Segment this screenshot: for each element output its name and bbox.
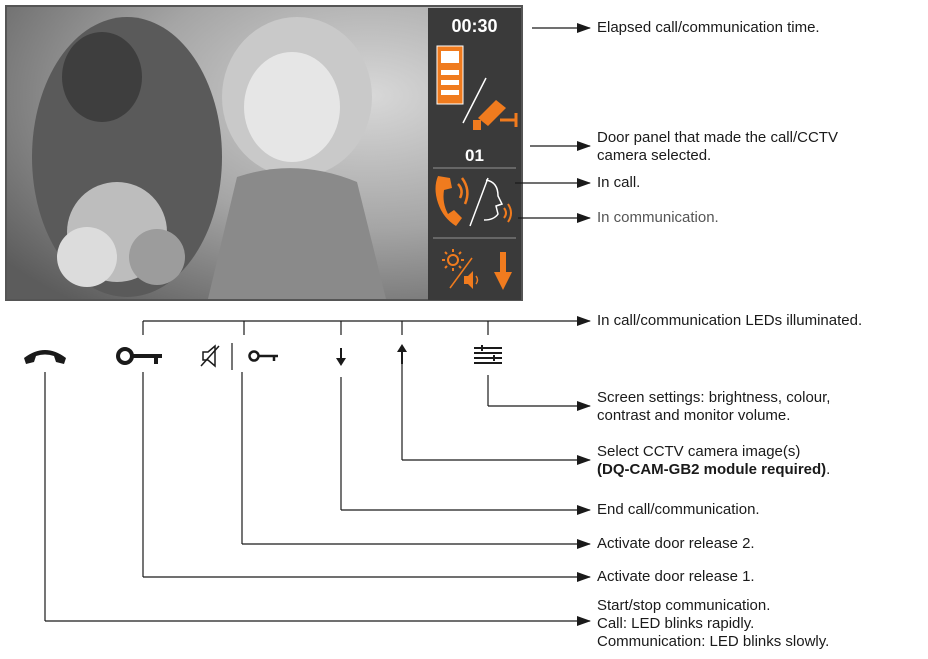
label-leds: In call/communication LEDs illuminated. — [597, 312, 863, 329]
settings-sliders-icon — [474, 345, 502, 364]
in-call-icon — [435, 176, 469, 226]
label-door-release-2: Activate door release 2. — [597, 535, 755, 552]
volume-icon — [464, 271, 479, 289]
brightness-icon — [442, 249, 464, 271]
label-in-call: In call. — [597, 174, 641, 191]
label-cctv: Select CCTV camera image(s) (DQ-CAM-GB2 … — [597, 443, 831, 478]
label-elapsed-time: Elapsed call/communication time. — [597, 19, 820, 36]
arrow-up-icon — [397, 344, 407, 364]
door-panel-icon — [436, 45, 464, 105]
label-door-release-1: Activate door release 1. — [597, 568, 755, 585]
key-small-icon — [248, 350, 278, 362]
label-end-call: End call/communication. — [597, 501, 760, 518]
door-panel-number: 01 — [465, 146, 484, 165]
arrow-down-icon — [336, 348, 346, 366]
label-screen-settings: Screen settings: brightness, colour, con… — [597, 389, 831, 424]
label-start-stop: Start/stop communication. Call: LED blin… — [597, 597, 830, 650]
handset-icon — [24, 350, 66, 364]
camera-image — [7, 7, 521, 299]
cctv-camera-icon — [473, 100, 518, 130]
elapsed-timer: 00:30 — [451, 16, 498, 36]
status-panel: 00:30 — [428, 8, 521, 300]
label-door-panel: Door panel that made the call/CCTV camer… — [597, 129, 838, 164]
key-icon — [116, 347, 162, 365]
label-in-communication: In communication. — [597, 209, 719, 226]
in-communication-icon — [483, 179, 512, 223]
download-arrow-icon — [494, 252, 512, 290]
mute-icon — [200, 344, 220, 368]
